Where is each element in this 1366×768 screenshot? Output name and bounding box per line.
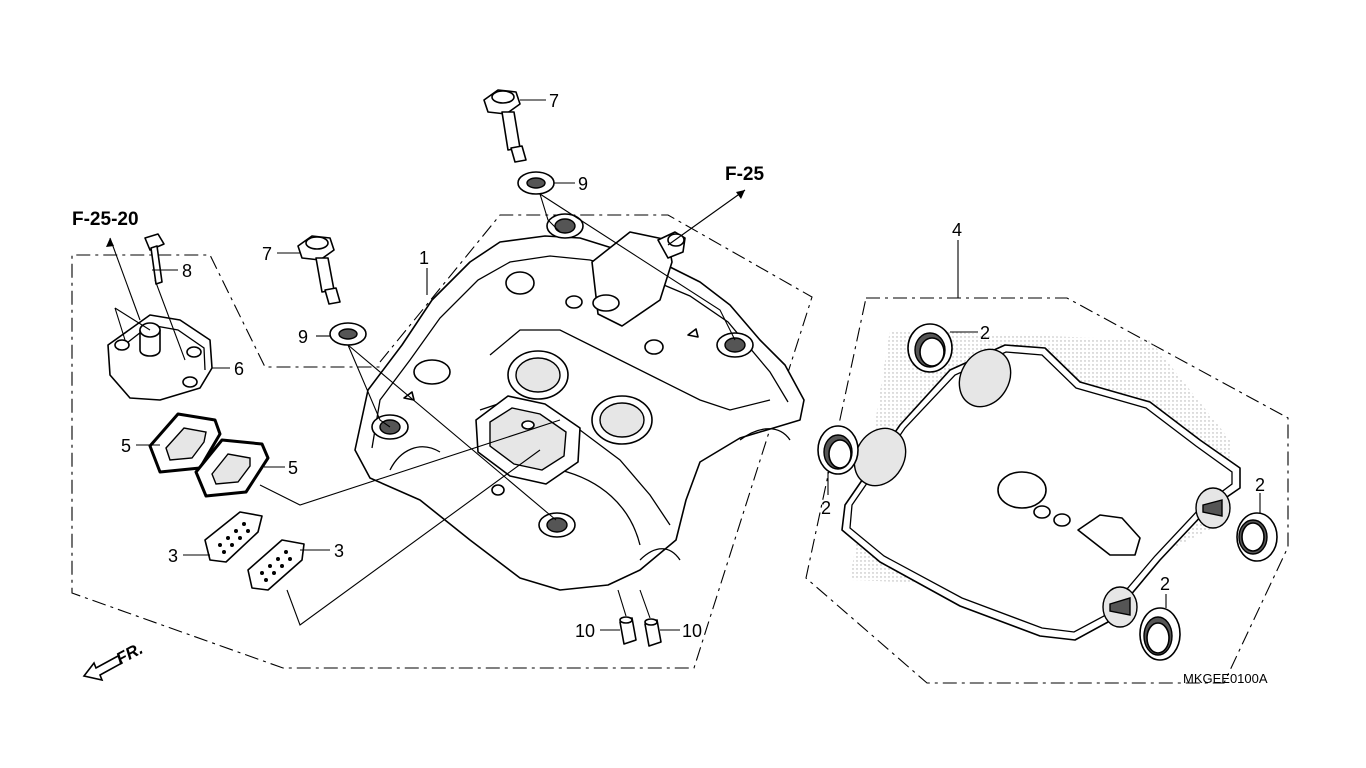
gasket-plug-right	[1236, 512, 1278, 562]
ref-arrow-f2520	[106, 237, 141, 321]
reed-valve-right	[247, 539, 305, 591]
callout-9-top: 9	[578, 174, 588, 194]
callout-10-left: 10	[575, 621, 595, 641]
diagram-code: MKGEE0100A	[1183, 671, 1268, 686]
callout-9-left: 9	[298, 327, 308, 347]
leader-lines	[114, 99, 1261, 631]
sealing-washer-top	[517, 171, 555, 195]
gasket-group-boundary	[805, 297, 1289, 684]
callout-6: 6	[234, 359, 244, 379]
callout-10-right: 10	[682, 621, 702, 641]
cylinder-head-cover	[354, 213, 805, 591]
cylinder-head-cover-group-boundary	[71, 214, 813, 669]
front-direction-arrow-icon	[82, 654, 124, 682]
callout-1: 1	[419, 248, 429, 268]
callout-2-top: 2	[980, 323, 990, 343]
reed-cover-bolt	[144, 233, 165, 285]
reed-valve-left	[204, 511, 263, 563]
callout-3-right: 3	[334, 541, 344, 561]
ref-label-f25: F-25	[725, 164, 765, 185]
gasket-plug-top	[907, 323, 953, 373]
callout-2-bottom: 2	[1160, 574, 1170, 594]
callout-7-left: 7	[262, 244, 272, 264]
callout-3-left: 3	[168, 546, 178, 566]
callout-5-right: 5	[288, 458, 298, 478]
cover-bolt-top	[483, 89, 527, 163]
callout-5-left: 5	[121, 436, 131, 456]
head-cover-gasket	[841, 330, 1241, 641]
ref-label-f2520: F-25-20	[72, 209, 139, 230]
dowel-pin-right	[644, 618, 662, 647]
reed-valve-cover	[107, 314, 213, 401]
sealing-washer-left	[329, 322, 367, 346]
callout-2-left: 2	[821, 498, 831, 518]
cover-bolt-left	[297, 235, 341, 305]
gasket-plug-left	[817, 425, 859, 475]
callout-4: 4	[952, 220, 962, 240]
gasket-plug-bottom	[1139, 607, 1181, 661]
callout-7-top: 7	[549, 91, 559, 111]
reed-gasket-left	[148, 412, 222, 474]
ref-arrow-f25	[667, 189, 746, 246]
callout-2-right: 2	[1255, 475, 1265, 495]
callout-8: 8	[182, 261, 192, 281]
reed-gasket-right	[194, 438, 270, 498]
dowel-pin-left	[619, 616, 637, 645]
